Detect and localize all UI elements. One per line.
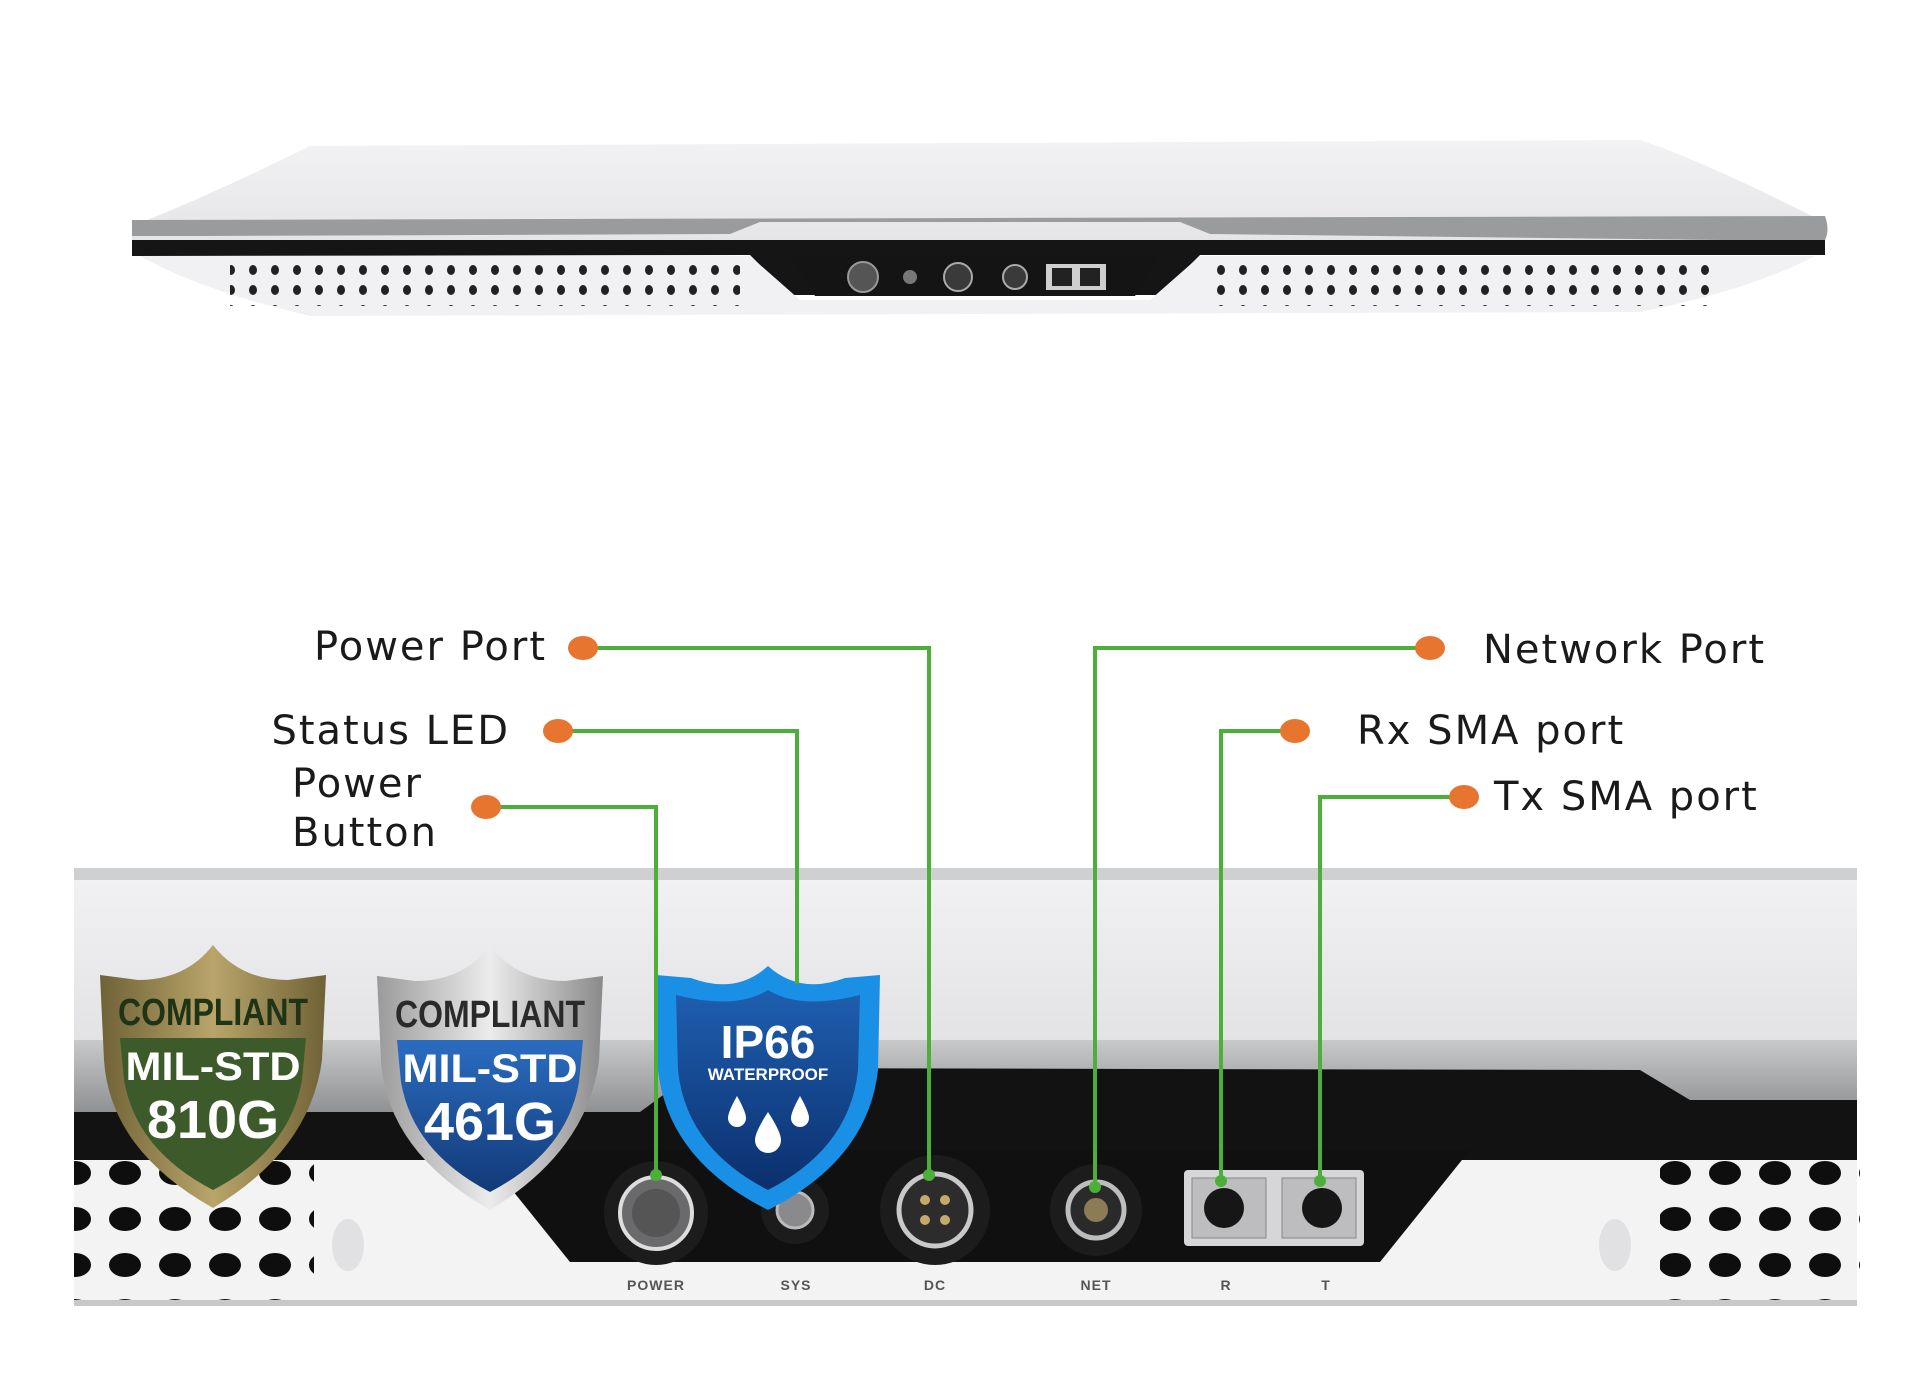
callout-tx-sma: Tx SMA port [1493, 774, 1759, 820]
badge-461g-top: COMPLIANT [395, 994, 585, 1036]
badge-810g-mid: MIL-STD [126, 1045, 301, 1089]
badge-ip66-title: IP66 [721, 1016, 816, 1068]
port-label-power: POWER [627, 1277, 685, 1293]
callout-status-led: Status LED [271, 708, 510, 754]
dot-network-port [1415, 636, 1445, 660]
callout-power-button-line2: Button [292, 810, 438, 856]
water-drops-icon [728, 1096, 809, 1153]
leader-power-button [486, 805, 658, 1175]
port-label-r: R [1220, 1277, 1231, 1293]
badge-810g-top: COMPLIANT [118, 992, 308, 1034]
vent-right [1210, 258, 1720, 306]
leader-tx-sma [1318, 795, 1464, 1181]
rx-sma-port [1204, 1188, 1244, 1228]
dot-power-button [471, 795, 501, 819]
mini-dc-port [943, 262, 973, 292]
closeup-lid [74, 868, 1857, 1040]
callout-rx-sma: Rx SMA port [1357, 708, 1625, 754]
closeup-vent-right [1660, 1150, 1860, 1300]
device-front-closeup: POWER SYS DC NET R T [74, 868, 1860, 1306]
device-bezel [132, 216, 1828, 240]
mini-net-port [1002, 264, 1028, 290]
port-label-t: T [1321, 1277, 1331, 1293]
callout-power-button-line1: Power [292, 761, 423, 807]
badge-mil-std-461g: COMPLIANT MIL-STD 461G [377, 946, 603, 1210]
callout-power-port: Power Port [314, 624, 547, 670]
dot-power-port [568, 636, 598, 660]
badge-461g-bottom: 461G [424, 1092, 556, 1152]
port-label-sys: SYS [780, 1277, 811, 1293]
leader-lines [486, 646, 1464, 1187]
device-top-view [132, 140, 1828, 316]
dot-rx-sma [1280, 719, 1310, 743]
badge-ip66-waterproof: IP66 WATERPROOF [656, 966, 880, 1210]
dc-power-port [880, 1155, 990, 1265]
badge-ip66-subtitle: WATERPROOF [708, 1065, 829, 1084]
callout-network-port: Network Port [1483, 627, 1766, 673]
badge-810g-bottom: 810G [147, 1090, 279, 1150]
vent-left [230, 258, 740, 306]
mini-status-led [903, 270, 917, 284]
tx-sma-port [1302, 1188, 1342, 1228]
leader-end-dots [650, 1169, 1326, 1193]
device-lid [132, 140, 1825, 256]
callout-dots [471, 636, 1479, 819]
mini-power-button [847, 261, 879, 293]
port-label-dc: DC [924, 1277, 946, 1293]
leader-status-led [558, 729, 799, 984]
network-port [1050, 1164, 1142, 1256]
leader-power-port [583, 646, 931, 1175]
dot-tx-sma [1449, 785, 1479, 809]
leader-network-port [1093, 646, 1430, 1187]
sma-ports [1184, 1170, 1364, 1246]
badge-461g-mid: MIL-STD [403, 1047, 578, 1091]
dot-status-led [543, 719, 573, 743]
badge-mil-std-810g: COMPLIANT MIL-STD 810G [100, 945, 326, 1208]
leader-rx-sma [1219, 729, 1295, 1181]
port-label-net: NET [1081, 1277, 1112, 1293]
